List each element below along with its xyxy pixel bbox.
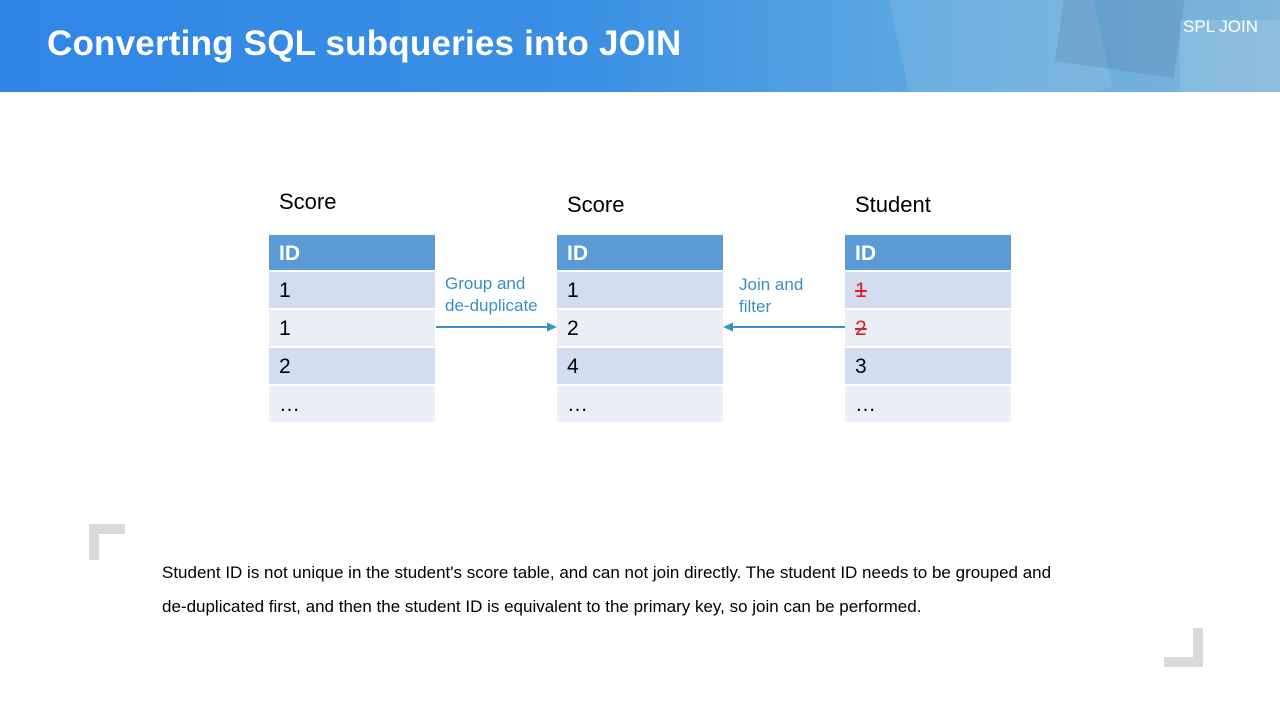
table-row: 2 bbox=[557, 310, 723, 348]
slide-title: Converting SQL subqueries into JOIN bbox=[47, 24, 682, 63]
arrow-label-line: de-duplicate bbox=[445, 296, 538, 315]
table-header: ID bbox=[557, 235, 723, 272]
note-line: de-duplicated first, and then the studen… bbox=[162, 597, 922, 616]
table-row: … bbox=[269, 386, 435, 424]
arrow-label-join-filter: Join and filter bbox=[739, 274, 803, 318]
table-row: 1 bbox=[269, 272, 435, 310]
table-row-struck: 2 bbox=[845, 310, 1011, 348]
right-arrow-icon bbox=[436, 322, 557, 332]
note-line: Student ID is not unique in the student'… bbox=[162, 563, 1052, 582]
table-score-original: ID 1 1 2 … bbox=[269, 235, 435, 424]
arrow-label-line: Group and bbox=[445, 274, 526, 293]
corner-bracket-bottom-right-icon bbox=[1164, 628, 1203, 667]
banner-photo-decoration bbox=[1180, 20, 1280, 92]
table-row: … bbox=[557, 386, 723, 424]
section-tag: SPL JOIN bbox=[1183, 17, 1258, 36]
arrow-label-group-dedup: Group and de-duplicate bbox=[445, 273, 538, 317]
corner-bracket-top-left-icon bbox=[89, 524, 125, 560]
header-banner: Converting SQL subqueries into JOIN SPL … bbox=[0, 0, 1280, 92]
table-row: 3 bbox=[845, 348, 1011, 386]
table-row: 1 bbox=[269, 310, 435, 348]
table-header: ID bbox=[845, 235, 1011, 272]
arrow-label-line: filter bbox=[739, 297, 772, 316]
explanation-note: Student ID is not unique in the student'… bbox=[162, 556, 1162, 624]
left-arrow-icon bbox=[723, 322, 846, 332]
table-row: 4 bbox=[557, 348, 723, 386]
table-title-score-original: Score bbox=[279, 189, 337, 214]
table-title-score-dedup: Score bbox=[567, 192, 625, 217]
table-header: ID bbox=[269, 235, 435, 272]
arrow-label-line: Join and bbox=[739, 275, 804, 294]
table-title-student: Student bbox=[855, 192, 931, 217]
table-row: 1 bbox=[557, 272, 723, 310]
table-row-struck: 1 bbox=[845, 272, 1011, 310]
table-row: … bbox=[845, 386, 1011, 424]
table-score-dedup: ID 1 2 4 … bbox=[557, 235, 723, 424]
table-row: 2 bbox=[269, 348, 435, 386]
table-student: ID 1 2 3 … bbox=[845, 235, 1011, 424]
